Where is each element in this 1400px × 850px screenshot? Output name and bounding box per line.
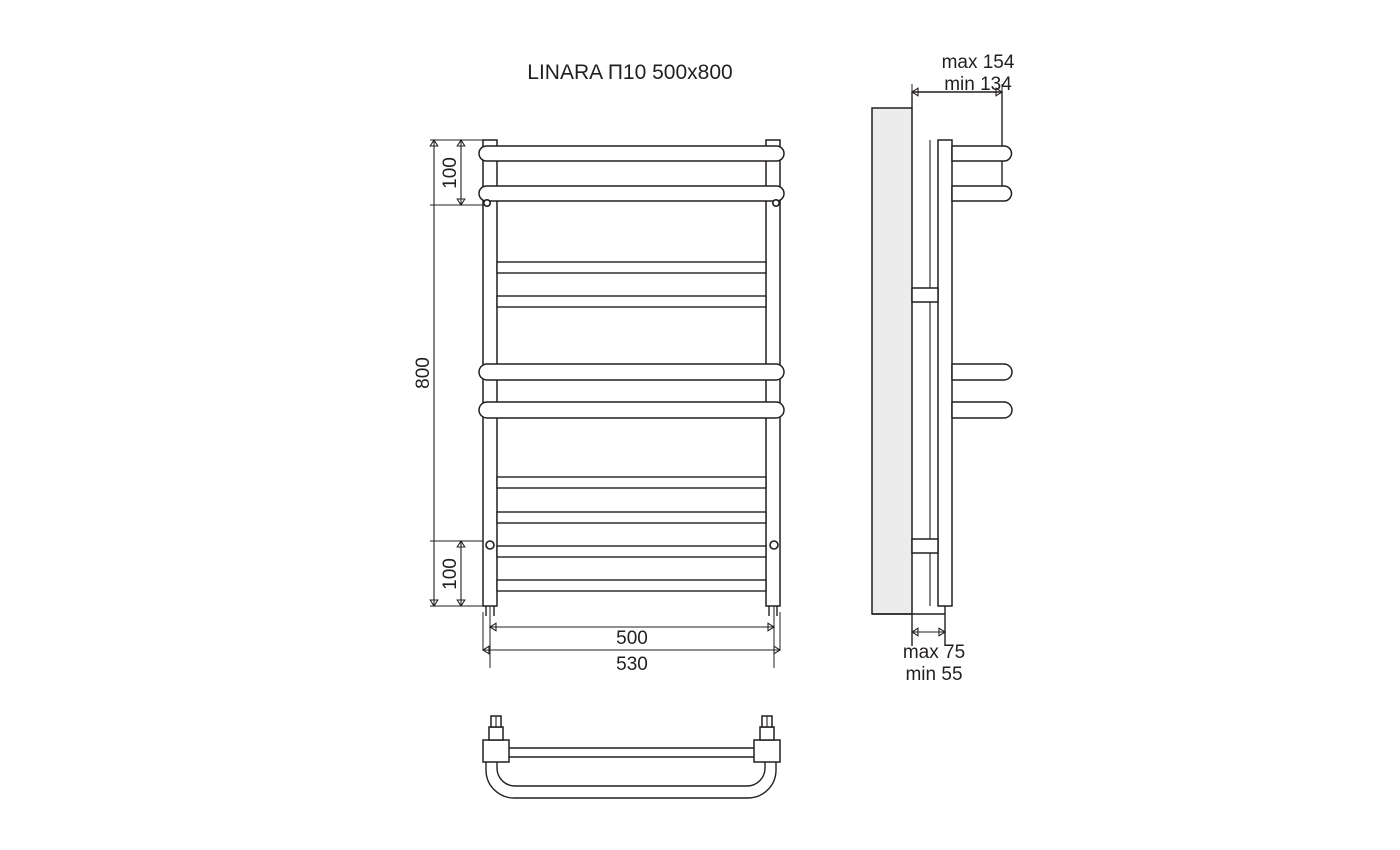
- dimension-outer-width: 530: [481, 645, 782, 675]
- plan-cross-tube: [497, 747, 765, 758]
- protruding-rung-2: [478, 185, 785, 208]
- dimension-bottom-gap-label: 100: [440, 558, 461, 590]
- side-wall-bracket-upper: [911, 287, 939, 303]
- inset-rung-4: [496, 511, 767, 524]
- page-title: LINARA П10 500x800: [527, 61, 732, 84]
- side-elevation-view: [871, 91, 1013, 646]
- dimension-bottom-gap: 100: [440, 539, 466, 608]
- dimension-depth-max-label: max 154: [942, 52, 1015, 73]
- dimension-outer-width-label: 530: [616, 654, 648, 675]
- dimension-top-gap: 100: [440, 138, 466, 207]
- dimension-inner-width: 500: [488, 622, 776, 649]
- inset-rung-5: [496, 545, 767, 558]
- mount-hole-right: [769, 540, 779, 550]
- dimension-depth-min-label: min 134: [944, 74, 1012, 95]
- plan-fitting-right: [753, 715, 781, 763]
- side-protruding-rung-4: [951, 401, 1013, 419]
- inset-rung-1: [496, 261, 767, 274]
- side-wall-bracket-lower: [911, 538, 939, 554]
- dimension-inner-width-label: 500: [616, 628, 648, 649]
- dimension-wall-offset: max 75 min 55: [903, 627, 965, 685]
- protruding-rung-3: [478, 363, 785, 381]
- front-dimensions: 100 800 100: [413, 138, 782, 675]
- plan-inner-loop: [496, 748, 766, 787]
- inset-rung-2: [496, 295, 767, 308]
- inset-rung-3: [496, 476, 767, 489]
- protruding-rung-4: [478, 401, 785, 419]
- side-body-outline: [911, 91, 1003, 188]
- side-protruding-rung-2: [951, 185, 1013, 202]
- dimension-wall-offset-min-label: min 55: [905, 664, 962, 685]
- dimension-wall-offset-max-label: max 75: [903, 642, 965, 663]
- side-dimensions: max 154 min 134 max 75 min 55: [903, 52, 1015, 685]
- dimension-depth: max 154 min 134: [910, 52, 1015, 97]
- front-elevation-view: [478, 139, 785, 616]
- side-protruding-rung-1: [951, 145, 1013, 162]
- inset-rung-6: [496, 579, 767, 592]
- side-bottom-outlet: [872, 606, 946, 646]
- side-vertical-tube: [937, 139, 953, 607]
- dimension-overall-height-label: 800: [413, 357, 434, 389]
- side-protruding-rung-3: [951, 363, 1013, 381]
- protruding-rung-1: [478, 145, 785, 162]
- bottom-plan-view: [482, 715, 781, 799]
- dimension-top-gap-label: 100: [440, 157, 461, 189]
- plan-outer-loop: [485, 742, 777, 799]
- mount-hole-left: [485, 540, 495, 550]
- plan-fitting-left: [482, 715, 510, 763]
- wall-section: [871, 107, 913, 615]
- front-bottom-stubs: [485, 606, 778, 616]
- dimension-overall-height: 800: [413, 138, 439, 608]
